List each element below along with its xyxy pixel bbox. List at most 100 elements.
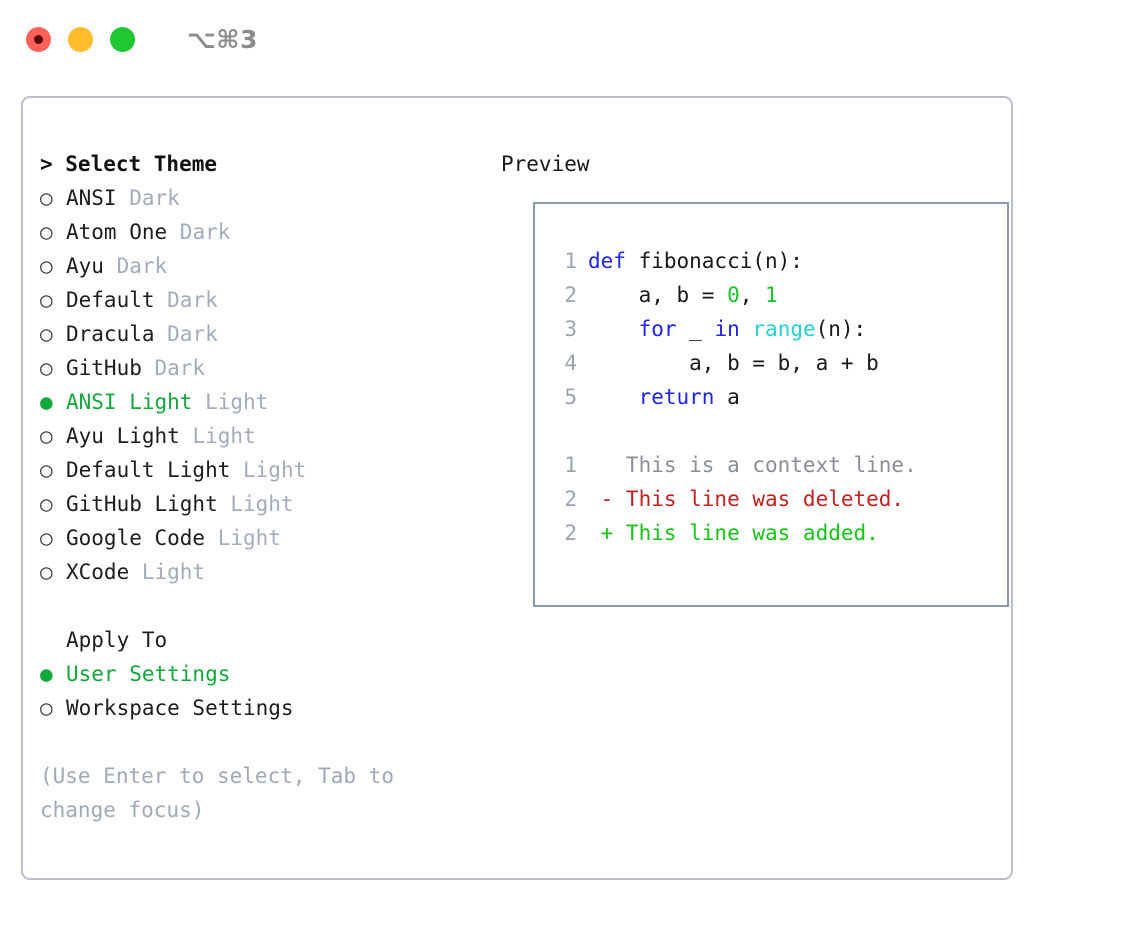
- code-line: 2 + This line was added.: [549, 516, 917, 550]
- window-controls: [26, 26, 135, 52]
- title-bar: ⌥⌘3: [0, 0, 1140, 78]
- line-number: 1: [564, 453, 577, 477]
- code-line: 2 a, b = 0, 1: [549, 278, 917, 312]
- theme-option-category: Light: [217, 492, 294, 516]
- radio-unselected-icon[interactable]: ○: [40, 186, 53, 210]
- apply-to-option[interactable]: ○ Workspace Settings: [40, 691, 480, 725]
- code-token: return: [638, 385, 715, 409]
- radio-unselected-icon[interactable]: ○: [40, 492, 53, 516]
- theme-option[interactable]: ○Dracula Dark: [40, 317, 480, 351]
- theme-option-label: XCode: [66, 560, 130, 584]
- maximize-button-icon[interactable]: [110, 26, 135, 52]
- code-line: 2 - This line was deleted.: [549, 482, 917, 516]
- theme-list[interactable]: ○ANSI Dark○Atom One Dark○Ayu Dark○Defaul…: [40, 181, 480, 589]
- apply-to-heading-row: Apply To: [40, 623, 480, 657]
- code-token: [588, 312, 639, 346]
- theme-option-category: Light: [230, 458, 307, 482]
- theme-option[interactable]: ○ GitHub Dark: [40, 351, 480, 385]
- radio-selected-icon[interactable]: ●: [40, 662, 53, 686]
- radio-unselected-icon[interactable]: ○: [40, 220, 53, 244]
- code-token: def: [588, 249, 639, 273]
- theme-option[interactable]: ○Ayu Light Light: [40, 419, 480, 453]
- theme-option-category: Dark: [141, 356, 206, 380]
- theme-option[interactable]: ○ GitHub Light Light: [40, 487, 480, 521]
- minimize-button-icon[interactable]: [68, 26, 93, 52]
- theme-option-category: Dark: [116, 186, 180, 210]
- radio-unselected-icon[interactable]: ○: [40, 254, 53, 278]
- radio-unselected-icon[interactable]: ○: [40, 356, 53, 380]
- code-token: for: [638, 317, 677, 341]
- code-token: a, b =: [588, 283, 728, 307]
- select-theme-heading: > Select Theme: [40, 152, 218, 176]
- code-line: [549, 414, 917, 448]
- code-token: range: [752, 317, 816, 341]
- code-token: + This line was added.: [588, 521, 879, 545]
- code-token: 1: [765, 283, 778, 307]
- radio-unselected-icon[interactable]: ○: [40, 696, 53, 720]
- theme-option-label: ANSI: [66, 186, 117, 210]
- theme-option[interactable]: ○Default Light Light: [40, 453, 480, 487]
- theme-option[interactable]: ○ XCode Light: [40, 555, 480, 589]
- radio-unselected-icon[interactable]: ○: [40, 560, 53, 584]
- theme-option[interactable]: ● ANSI Light Light: [40, 385, 480, 419]
- code-token: 0: [727, 283, 740, 307]
- theme-option-label: GitHub Light: [66, 492, 218, 516]
- line-number: 4: [564, 351, 577, 375]
- line-number: 2: [564, 521, 577, 545]
- line-number: 3: [564, 317, 577, 341]
- theme-option[interactable]: ○ Ayu Dark: [40, 249, 480, 283]
- code-token: in: [714, 317, 740, 341]
- apply-to-option[interactable]: ● User Settings: [40, 657, 480, 691]
- theme-option[interactable]: ○ Atom One Dark: [40, 215, 480, 249]
- keyboard-hint-text: (Use Enter to select, Tab to change focu…: [40, 764, 395, 822]
- close-button-icon[interactable]: [26, 26, 51, 52]
- theme-option-label: Dracula: [66, 322, 155, 346]
- radio-unselected-icon[interactable]: ○: [40, 322, 53, 346]
- radio-unselected-icon[interactable]: ○: [40, 288, 53, 312]
- theme-option[interactable]: ○ ANSI Dark: [40, 181, 480, 215]
- code-token: This is a context line.: [588, 453, 917, 477]
- radio-unselected-icon[interactable]: ○: [40, 424, 53, 448]
- preview-heading: Preview: [501, 152, 590, 176]
- line-number: 2: [564, 487, 577, 511]
- code-line: 3 for _ in range(n):: [549, 312, 917, 346]
- theme-option-label: Atom One: [66, 220, 168, 244]
- theme-option[interactable]: ○ Default Dark: [40, 283, 480, 317]
- theme-option-label: Default: [66, 288, 155, 312]
- theme-option-category: Dark: [103, 254, 168, 278]
- code-token: fibonacci(n):: [638, 249, 803, 273]
- code-token: [740, 312, 753, 346]
- theme-option-category: Dark: [167, 220, 231, 244]
- theme-option-category: Light: [192, 390, 269, 414]
- line-number: 2: [564, 283, 577, 307]
- apply-to-list[interactable]: ● User Settings ○ Workspace Settings: [40, 657, 480, 725]
- theme-option[interactable]: ○ Google Code Light: [40, 521, 480, 555]
- radio-selected-icon[interactable]: ●: [40, 390, 53, 414]
- line-number: 5: [564, 385, 577, 409]
- code-token: _: [676, 317, 715, 341]
- code-line: 1 This is a context line.: [549, 448, 917, 482]
- line-number: [549, 414, 577, 448]
- apply-to-option-label: Workspace Settings: [66, 696, 294, 720]
- apply-to-heading: Apply To: [66, 628, 168, 652]
- theme-option-category: Dark: [154, 288, 218, 312]
- theme-option-label: GitHub: [66, 356, 142, 380]
- code-token: a, b = b, a + b: [588, 351, 879, 375]
- theme-option-category: Light: [129, 560, 206, 584]
- code-token: a: [714, 385, 740, 409]
- apply-to-option-label: User Settings: [66, 662, 231, 686]
- theme-selector-column: > Select Theme ○ANSI Dark○Atom One Dark○…: [40, 147, 480, 827]
- theme-option-category: Light: [205, 526, 281, 550]
- list-spacer: [40, 589, 480, 623]
- line-number: 1: [564, 249, 577, 273]
- theme-option-label: ANSI Light: [66, 390, 193, 414]
- main-panel: > Select Theme ○ANSI Dark○Atom One Dark○…: [21, 96, 1013, 880]
- radio-unselected-icon[interactable]: ○: [40, 526, 53, 550]
- code-line: 5 return a: [549, 380, 917, 414]
- theme-option-label: Ayu: [66, 254, 104, 278]
- code-token: - This line was deleted.: [588, 487, 905, 511]
- radio-unselected-icon[interactable]: ○: [40, 458, 53, 482]
- theme-option-label: Google Code: [66, 526, 206, 550]
